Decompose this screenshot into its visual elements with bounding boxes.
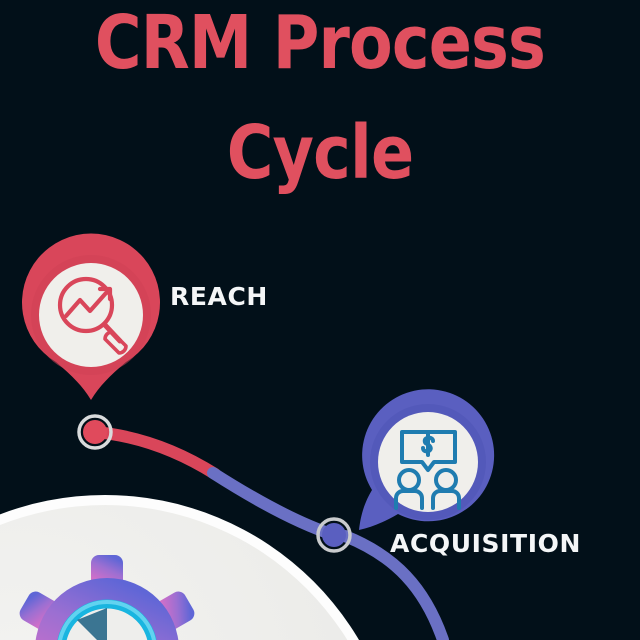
step-label-reach: REACH [170,282,268,311]
reach-pin[interactable] [22,233,160,400]
acquisition-pin[interactable] [359,389,495,530]
dollar-chat-people-icon [394,430,461,510]
magnifier-growth-chart-icon [57,276,128,355]
title-line-1: CRM Process [94,0,546,86]
reach-node[interactable] [77,414,113,450]
poster-title: CRM Process Cycle [0,4,640,190]
gear-icon [19,555,195,640]
step-label-acquisition: ACQUISITION [390,529,581,558]
acquisition-node[interactable] [316,517,352,553]
title-line-2: Cycle [226,110,414,196]
